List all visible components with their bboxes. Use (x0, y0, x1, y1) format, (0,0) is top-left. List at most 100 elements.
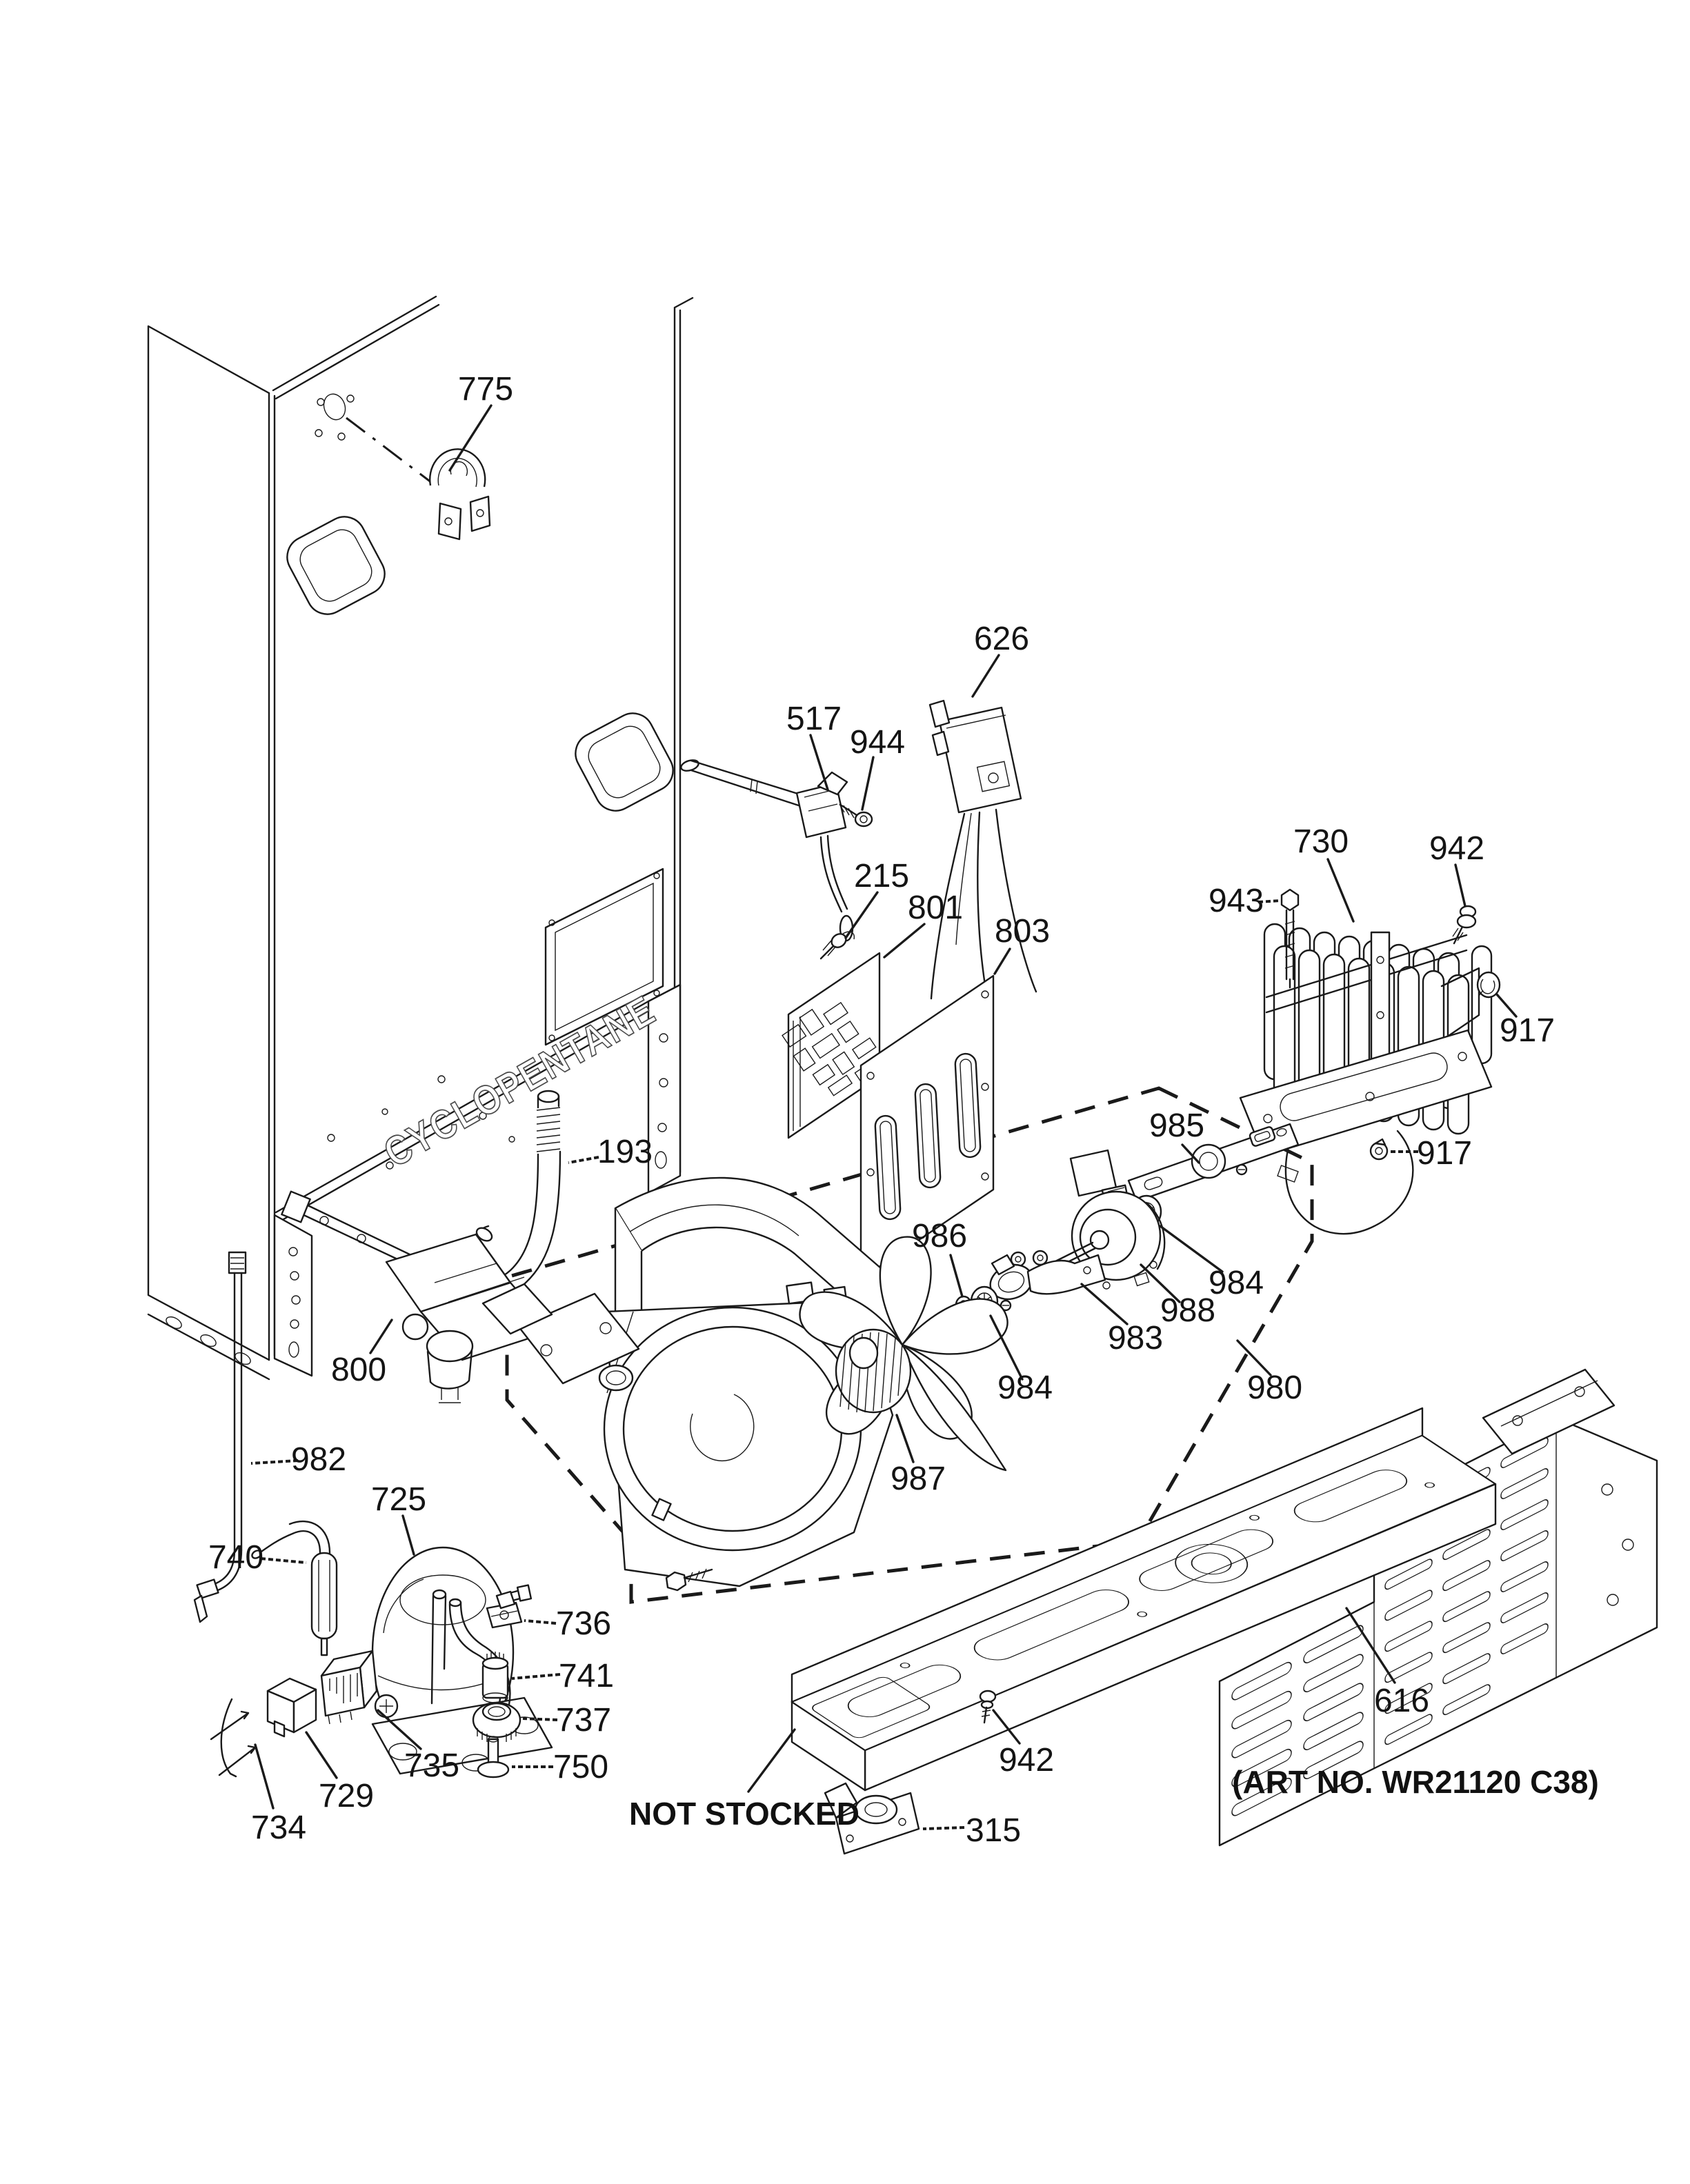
motor-nuts (1010, 1250, 1048, 1268)
start-relay-735 (284, 1650, 378, 1725)
leader-730 (1326, 858, 1355, 923)
leader-not-stocked (747, 1728, 796, 1793)
leader-986 (949, 1254, 964, 1298)
frame-top-face (791, 1434, 1497, 1751)
leader-800 (369, 1319, 393, 1354)
part-label-315: 315 (966, 1812, 1021, 1849)
part-label-942-bottom: 942 (999, 1742, 1054, 1779)
water-tube-982 (193, 1251, 247, 1623)
leader-736 (524, 1619, 557, 1625)
part-label-987: 987 (891, 1461, 946, 1497)
part-label-803: 803 (995, 913, 1050, 950)
leader-983 (1080, 1283, 1129, 1325)
leader-315 (922, 1826, 965, 1830)
ground-clip-775 (346, 417, 491, 541)
leader-984b (989, 1314, 1024, 1381)
leader-734 (254, 1743, 275, 1810)
connector-mount-736 (486, 1590, 523, 1629)
part-label-741: 741 (559, 1658, 614, 1694)
part-label-215: 215 (854, 858, 909, 894)
leader-980 (1236, 1339, 1272, 1376)
part-label-734: 734 (251, 1810, 306, 1846)
part-label-736: 736 (556, 1605, 611, 1642)
motor-bracket-983 (989, 1254, 1106, 1312)
part-label-729: 729 (319, 1778, 374, 1814)
screw-944 (839, 803, 873, 828)
leader-740 (260, 1557, 307, 1564)
part-label-193: 193 (597, 1134, 653, 1170)
water-valve-800 (281, 1190, 640, 1403)
leader-735 (377, 1709, 422, 1750)
part-label-735: 735 (404, 1747, 459, 1784)
part-label-917-upper: 917 (1500, 1012, 1555, 1049)
part-label-517: 517 (786, 701, 842, 737)
part-label-988: 988 (1160, 1292, 1215, 1329)
filter-drier-740 (251, 1520, 338, 1656)
leader-215 (844, 891, 879, 939)
leader-741 (511, 1673, 561, 1680)
part-label-983: 983 (1108, 1320, 1163, 1356)
screw-942-bottom (979, 1690, 997, 1724)
evaporator-730 (1239, 923, 1493, 1235)
leader-943 (1257, 899, 1281, 903)
leader-987 (895, 1414, 915, 1463)
leader-988 (1140, 1263, 1181, 1303)
board-cover-803 (859, 974, 995, 1281)
part-label-740: 740 (208, 1539, 264, 1576)
filter-741 (481, 1652, 509, 1703)
part-label-980: 980 (1247, 1370, 1302, 1406)
part-label-984-mid: 984 (997, 1370, 1053, 1406)
grille-slots-left (1231, 1625, 1364, 1816)
part-label-750: 750 (553, 1749, 608, 1785)
leader-984a (1159, 1225, 1224, 1273)
part-label-917-lower: 917 (1417, 1135, 1472, 1172)
hex-bolt (665, 1568, 713, 1592)
leader-944 (861, 756, 875, 811)
clip-917-upper (1476, 971, 1501, 999)
mount-pin-750 (477, 1736, 510, 1779)
part-label-800: 800 (331, 1352, 386, 1388)
wire-clip-734 (210, 1698, 257, 1778)
leader-517 (809, 734, 829, 791)
end-plate (1482, 1368, 1616, 1455)
leader-982 (250, 1459, 299, 1465)
fan-mounting-bracket-985 (1127, 1123, 1300, 1203)
leader-193 (568, 1156, 599, 1164)
assembly-dash-line (346, 417, 433, 484)
leader-985 (1181, 1143, 1200, 1164)
part-label-737: 737 (556, 1702, 611, 1739)
part-label-986: 986 (912, 1218, 967, 1254)
part-label-775: 775 (458, 371, 513, 408)
rear-grille-616 (1218, 1416, 1658, 1847)
capacitor-729 (266, 1677, 317, 1738)
leader-729 (305, 1731, 338, 1779)
fan-shroud (603, 1176, 924, 1587)
leader-803 (993, 948, 1011, 975)
leader-801 (883, 923, 926, 959)
leader-lines (250, 404, 1518, 1830)
condenser-fan-motor-988 (1033, 1149, 1166, 1290)
compressor-base-frame (791, 1407, 1497, 1792)
clip-917-lower (1369, 1138, 1389, 1161)
screw-215 (819, 931, 855, 960)
grommet-942-top (1452, 905, 1477, 945)
leader-942a (1454, 863, 1467, 908)
part-label-942-top: 942 (1429, 830, 1484, 867)
part-label-985: 985 (1149, 1108, 1204, 1144)
grommet-737 (472, 1701, 521, 1742)
leader-775 (448, 404, 493, 472)
part-label-943: 943 (1209, 883, 1264, 919)
bracket-315 (824, 1782, 920, 1855)
art-number-label: (ART NO. WR21120 C38) (1232, 1764, 1599, 1800)
cabinet-rear-panel: CYCLOPENTANE (147, 295, 694, 1381)
part-label-626: 626 (974, 621, 1029, 657)
fan-assembly-dashed-box-980 (505, 1086, 1314, 1604)
part-label-984-right: 984 (1209, 1265, 1264, 1301)
part-label-725: 725 (371, 1481, 426, 1518)
part-label-616: 616 (1374, 1683, 1429, 1719)
leader-917a (1495, 993, 1518, 1018)
power-cord-plug-626 (928, 699, 1037, 1005)
condenser-fan-blade-987 (799, 1236, 1008, 1472)
leader-737 (522, 1717, 558, 1721)
